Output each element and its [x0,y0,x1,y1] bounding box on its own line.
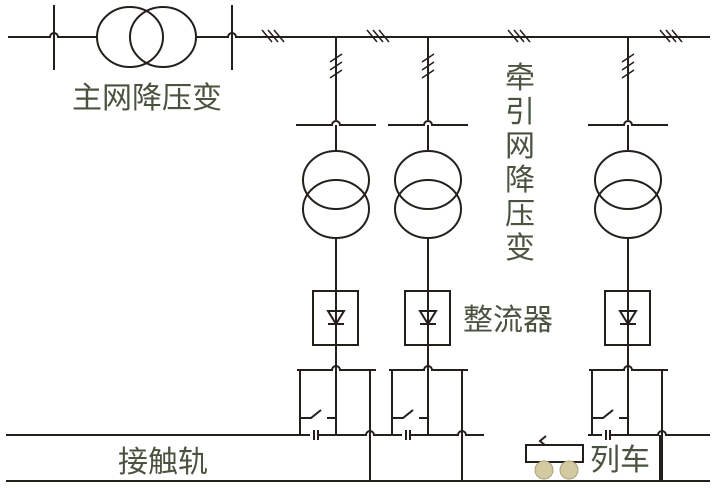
transformer-coil [394,150,462,210]
traction-char: 降 [505,163,535,198]
cable-marks [621,53,635,79]
dc-bus [589,365,668,371]
breaker-bar [388,120,468,126]
feeder [388,37,484,481]
breaker-bar [296,120,376,126]
switch-icon [300,409,336,419]
main-bus [8,5,710,70]
train-wheel [559,460,579,480]
traction-char: 压 [505,197,535,232]
feeder [296,37,392,481]
cable-marks [421,53,435,79]
traction-char: 引 [505,95,535,130]
train-icon [525,435,584,480]
rectifier-box [404,290,451,346]
dc-bus [297,365,376,371]
train-label: 列车 [590,443,650,478]
capacitor-icon [588,430,710,440]
contact-rail-label: 接触轨 [118,445,208,480]
switch-icon [592,409,628,419]
dc-bus [389,365,468,371]
traction-char: 网 [505,129,535,164]
diode-icon [618,310,638,326]
cable-marks [329,53,343,79]
rectifier-box [604,290,651,346]
breaker-bar [588,120,668,126]
train-wheel [534,460,554,480]
traction-char: 牵 [505,61,535,96]
diode-icon [418,310,438,326]
rectifier-box [312,290,359,346]
capacitor-icon [296,430,392,440]
traction-char: 变 [505,231,535,266]
feeder [588,37,710,481]
transformer-coil [302,150,370,210]
main-transformer-label: 主网降压变 [72,81,222,116]
rectifier-label: 整流器 [463,303,553,338]
rails [6,434,710,482]
cable-marks [261,29,683,43]
transformer-coil [594,150,662,210]
main-transformer-icon [96,6,197,68]
switch-icon [392,409,428,419]
diode-icon [326,310,346,326]
train-body [525,444,584,463]
traction-transformer-label: 牵 引 网 降 压 变 [505,61,535,266]
capacitor-icon [388,430,484,440]
